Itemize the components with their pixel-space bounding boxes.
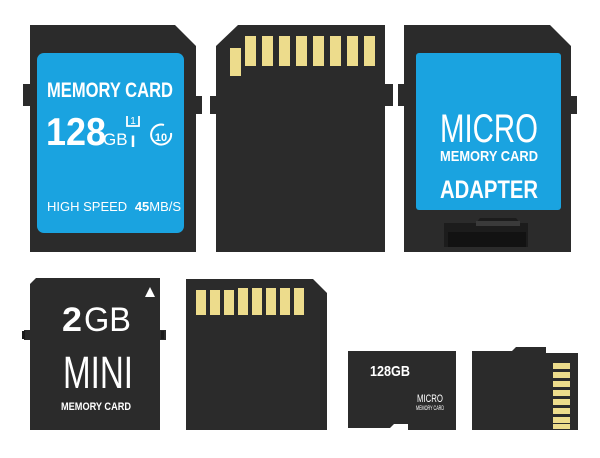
speed-class-number: 10 [155,132,167,144]
micro-sd-adapter: MICRO MEMORY CARD ADAPTER [398,25,577,252]
contact-pin [364,36,375,66]
contact-pin [280,288,290,315]
micro-card-back-body [472,347,578,430]
adapter-side-notch-right [570,96,577,114]
speed-prefix: HIGH SPEED [47,199,127,214]
sd-card-back [210,25,393,252]
contact-pin [330,36,341,66]
sd-card-back-side-notch-left [210,96,217,114]
contact-pin [553,399,570,405]
contact-pin [553,417,570,423]
speed-value: 45 [135,199,149,214]
micro-sd-card-back [472,347,578,430]
contact-pin [245,36,256,66]
sd-card-capacity: 128 [46,111,106,154]
gold-contact-pins [196,288,304,315]
uhs-roman-mark: I [131,132,136,151]
mini-sd-card-back [186,279,327,430]
gold-contact-pins [553,363,570,429]
sd-card-capacity-unit: GB [103,130,128,149]
mini-card-capacity-number: 2 [62,301,82,339]
micro-card-type: MICRO [417,393,443,405]
contact-pin [252,288,262,315]
contact-pin [553,363,570,369]
contact-pin [553,381,570,387]
mini-sd-card: 2 GB MINI MEMORY CARD [22,278,166,430]
adapter-line-adapter: ADAPTER [440,176,538,204]
uhs-class-badge: 1 I [126,116,140,151]
sd-card-back-side-notch [385,84,393,106]
contact-pin [553,372,570,378]
adapter-side-notch-left [398,84,405,106]
contact-pin [313,36,324,66]
micro-sd-card-front: 128GB MICRO MEMORY CARD [348,351,456,430]
mini-card-label: MEMORY CARD [61,401,131,413]
contact-pin [296,36,307,66]
gold-contact-pins [230,36,375,76]
sd-card-front-label [37,53,184,233]
contact-pin [553,424,570,429]
sd-card-speed-text: HIGH SPEED 45MB/S [47,199,181,214]
contact-pin [238,288,248,315]
micro-card-body [348,351,456,430]
adapter-micro-slot [444,218,528,247]
speed-unit: MB/S [149,199,181,214]
micro-card-label: MEMORY CARD [416,406,444,412]
sd-card-back-body [216,25,385,252]
mini-card-capacity-unit: GB [84,301,131,339]
contact-pin [266,288,276,315]
contact-pin [294,288,304,315]
write-protect-arrow-icon [145,287,155,297]
adapter-line-micro: MICRO [440,107,538,151]
contact-pin [196,290,206,315]
contact-pin [347,36,358,66]
mini-card-back-body [186,279,327,430]
sd-card-front: MEMORY CARD 128 GB 1 I 10 HIGH SPEED 45M… [23,25,202,252]
sd-card-front-side-notch-left [23,84,31,106]
speed-class-badge: 10 [150,123,173,146]
adapter-line-memory-card: MEMORY CARD [440,148,538,165]
contact-pin [230,48,241,76]
mini-card-side-notch-left [24,330,31,340]
sd-card-front-side-notch-right [195,96,202,114]
contact-pin [279,36,290,66]
contact-pin [553,390,570,396]
contact-pin [224,290,234,315]
uhs-class-number: 1 [130,116,136,127]
contact-pin [553,408,570,414]
micro-card-capacity: 128GB [370,363,410,380]
mini-card-type: MINI [63,347,133,398]
sd-card-brand: MEMORY CARD [47,79,173,102]
adapter-label [416,53,561,210]
contact-pin [210,290,220,315]
contact-pin [262,36,273,66]
mini-card-body [30,278,160,430]
